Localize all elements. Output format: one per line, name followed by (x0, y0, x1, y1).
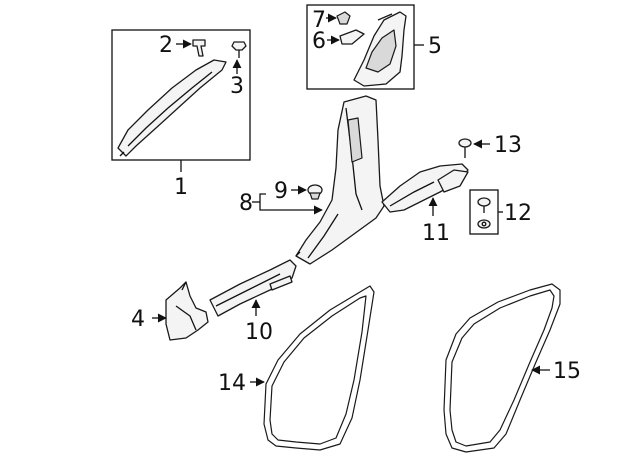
callout-2: 2 (159, 33, 173, 58)
callout-9: 9 (274, 179, 288, 204)
clip-7 (336, 11, 351, 25)
clip-2 (192, 39, 206, 57)
callout-15: 15 (553, 359, 581, 384)
callout-5: 5 (428, 34, 442, 59)
callout-10: 10 (245, 320, 273, 345)
screw-3 (231, 41, 247, 58)
upper-b-pillar-trim (353, 11, 407, 87)
callout-6: 6 (312, 29, 326, 54)
group-box-5 (306, 4, 415, 90)
callout-7: 7 (312, 8, 326, 33)
callout-12: 12 (504, 201, 532, 226)
callout-11: 11 (422, 221, 450, 246)
rear-scuff-plate (381, 163, 469, 213)
front-door-weatherstrip (263, 285, 375, 451)
clip-6 (339, 29, 365, 45)
lower-b-pillar-trim (295, 95, 385, 265)
cowl-side-trim (165, 281, 209, 341)
callout-8: 8 (239, 191, 253, 216)
clip-9 (307, 184, 323, 200)
front-scuff-plate (209, 259, 297, 317)
callout-13: 13 (494, 133, 522, 158)
callout-4: 4 (131, 307, 145, 332)
callout-14: 14 (218, 371, 246, 396)
screw-13 (458, 138, 472, 158)
callout-3: 3 (230, 74, 244, 99)
callout-1: 1 (174, 175, 188, 200)
a-pillar-trim (117, 59, 227, 157)
rear-door-weatherstrip (443, 283, 561, 453)
retainer-12 (477, 197, 491, 229)
